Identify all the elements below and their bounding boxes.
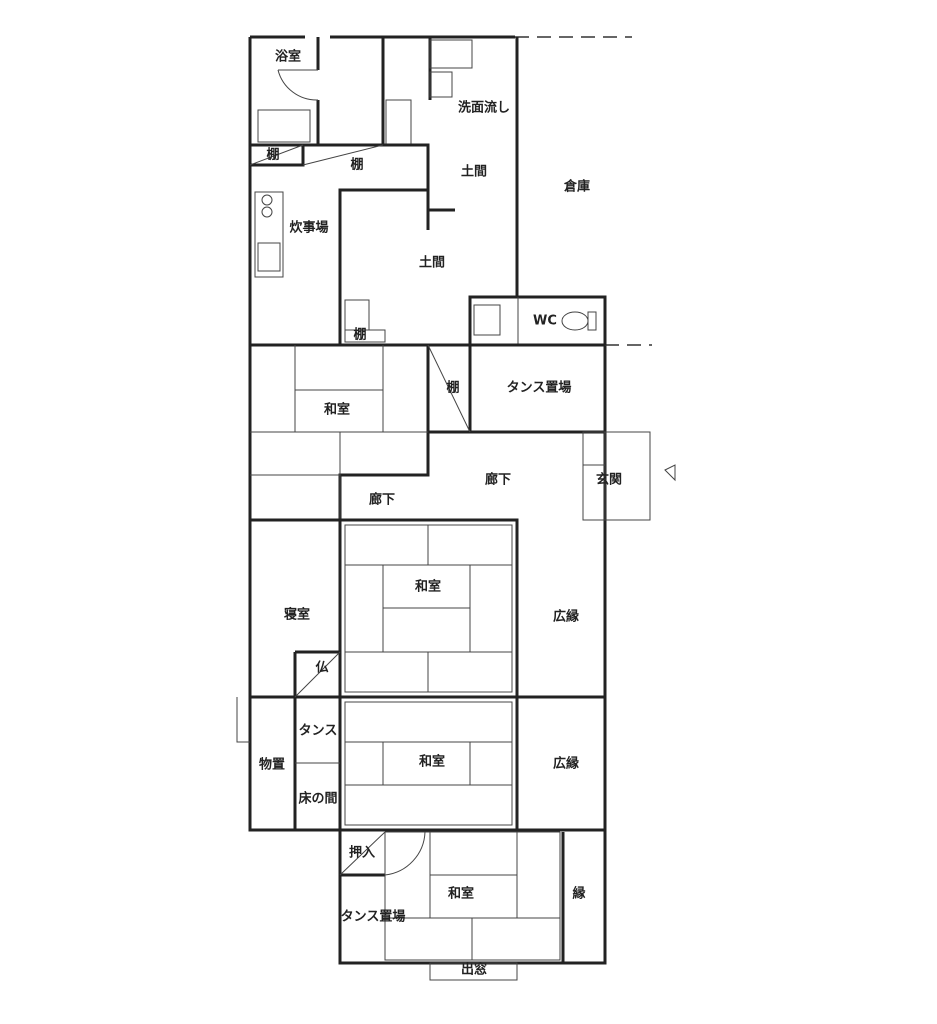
- label-entrance: 玄関: [596, 472, 622, 488]
- label-engawa: 縁: [572, 886, 585, 902]
- label-shelf: 棚: [353, 327, 366, 343]
- walls: [236, 35, 676, 981]
- label-storehouse: 倉庫: [563, 179, 590, 195]
- label-corridor: 廊下: [485, 472, 511, 488]
- label-wc: WC: [533, 314, 557, 329]
- label-doma: 土間: [461, 164, 487, 180]
- label-altar: 仏: [315, 661, 328, 676]
- label-shelf: 棚: [266, 147, 279, 163]
- label-corridor: 廊下: [369, 492, 395, 508]
- label-bay-window: 出窓: [461, 962, 487, 978]
- label-shelf: 棚: [350, 157, 363, 173]
- label-kitchen: 炊事場: [289, 220, 328, 236]
- label-washitsu: 和室: [448, 886, 474, 902]
- label-tansu-area: タンス置場: [507, 380, 572, 396]
- label-tansu: タンス: [299, 724, 338, 739]
- label-storage: 物置: [259, 757, 285, 773]
- label-washitsu: 和室: [419, 754, 445, 770]
- label-tansu-area: タンス置場: [341, 909, 406, 925]
- label-bath: 浴室: [275, 49, 301, 65]
- label-doma: 土間: [419, 255, 445, 271]
- label-tokonoma: 床の間: [298, 791, 337, 807]
- label-bedroom: 寝室: [284, 607, 310, 623]
- label-veranda: 広縁: [553, 609, 579, 625]
- room-labels: 浴室 洗面流し 棚 棚 土間 倉庫 炊事場 土間 WC 棚 和室 棚 タンス置場…: [259, 49, 622, 978]
- label-closet: 押入: [349, 845, 375, 861]
- label-washitsu: 和室: [415, 579, 441, 595]
- label-washitsu: 和室: [324, 402, 350, 418]
- label-veranda: 広縁: [553, 756, 579, 772]
- label-shelf: 棚: [446, 380, 459, 396]
- label-washbasin: 洗面流し: [458, 100, 510, 116]
